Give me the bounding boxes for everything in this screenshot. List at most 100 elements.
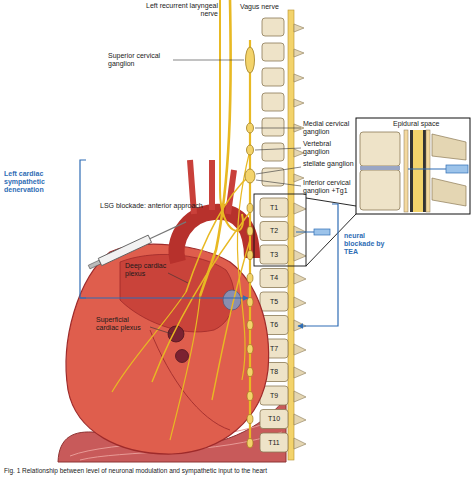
nerve-fibres [247, 321, 253, 330]
nerve-fibres [245, 169, 255, 183]
nerve-label: Left recurrent laryngeal nerve [146, 2, 218, 18]
bracket [332, 204, 338, 326]
plexus-label: Superficial cardiac plexus [96, 316, 148, 332]
vertebra-label: T3 [260, 251, 288, 259]
nerve-fibres [247, 227, 253, 236]
bracket [80, 297, 248, 298]
syringe [150, 222, 186, 239]
epidural-inset [356, 118, 470, 214]
procedure-label: neural blockade by TEA [344, 232, 394, 256]
aorta [177, 160, 252, 262]
vertebra-label: T2 [260, 227, 288, 235]
epidural-needle [314, 229, 330, 235]
vertebral-column [260, 292, 288, 311]
nerve-fibres [152, 212, 250, 382]
heart [66, 244, 269, 454]
leader-lines [173, 60, 244, 61]
nerve-fibres [247, 145, 254, 155]
vertebral-column [260, 410, 288, 429]
figure-caption: Fig. 1 Relationship between level of neu… [4, 467, 267, 475]
epidural-inset [432, 178, 466, 206]
leader-lines [255, 148, 301, 150]
bracket [80, 160, 248, 298]
nerve-fibres [247, 415, 253, 424]
vertebral-column [262, 93, 284, 111]
leader-lines [255, 128, 301, 129]
vertebral-column [262, 143, 284, 161]
ganglion-label: Medial cervical ganglion [303, 120, 355, 136]
epidural-inset [410, 130, 413, 212]
nerve-fibres [112, 0, 255, 448]
nerve-fibres [246, 47, 255, 73]
heart [120, 254, 234, 332]
nerve-fibres [247, 392, 253, 401]
vertebral-column [262, 118, 284, 136]
vertebral-column [260, 269, 288, 288]
nerve-fibres [212, 240, 250, 400]
bracket [298, 325, 332, 326]
leader-lines [256, 180, 301, 186]
nerve-fibres [170, 296, 200, 440]
epidural-inset [356, 118, 470, 214]
procedure-label: LSG blockade: anterior approach [100, 202, 203, 210]
ganglion-label: Vertebral ganglion [303, 140, 353, 156]
leader-lines [256, 167, 301, 174]
epidural-inset [423, 130, 426, 212]
zoom-frame [254, 194, 356, 266]
heart [66, 244, 269, 454]
vertebra-label: T4 [260, 274, 288, 282]
ganglion-label: Inferior cervical ganglion +Tg1 [303, 179, 355, 195]
vertebra-label: T11 [260, 439, 288, 447]
vertebral-column [260, 433, 288, 452]
syringe [98, 235, 151, 265]
epidural-inset [446, 165, 468, 173]
nerve-fibres [247, 274, 253, 283]
vertebral-column [288, 10, 294, 460]
vertebral-column [260, 198, 288, 217]
nerve-fibres [247, 298, 253, 307]
epidural-inset [426, 130, 430, 212]
vertebral-column [262, 68, 284, 86]
epidural-inset [360, 166, 400, 170]
nerve-fibres [247, 368, 253, 377]
epidural-needle [296, 229, 330, 235]
zoom-frame [254, 194, 306, 266]
vertebral-column [294, 24, 304, 182]
nerve-fibres [247, 439, 253, 448]
nerve-fibres [247, 204, 253, 213]
epidural-inset [408, 168, 446, 169]
nerve-label: Vagus nerve [240, 3, 279, 11]
bracket [80, 160, 86, 298]
leader-lines [150, 60, 301, 334]
vertebral-column [260, 10, 306, 460]
vertebral-column [260, 222, 288, 241]
syringe [88, 260, 101, 269]
vertebra-label: T10 [260, 415, 288, 423]
vertebra-label: T1 [260, 204, 288, 212]
nerve-fibres [247, 251, 253, 260]
nerve-fibres [247, 123, 254, 133]
nerve-fibres [247, 345, 253, 354]
epidural-inset [360, 132, 400, 166]
leader-lines [150, 327, 172, 334]
vertebral-column [260, 245, 288, 264]
vertebra-label: T6 [260, 321, 288, 329]
plexus-label: Deep cardiac plexus [125, 262, 167, 278]
vertebra-label: T8 [260, 368, 288, 376]
ganglion-label: stellate ganglion [303, 160, 355, 168]
vertebral-column [262, 43, 284, 61]
epidural-inset [360, 170, 400, 210]
inset-label: Epidural space [392, 120, 440, 128]
epidural-needle [296, 232, 314, 233]
procedure-label: Left cardiac sympathetic denervation [4, 170, 76, 194]
nerve-fibres [112, 292, 186, 392]
leader-lines [168, 273, 188, 283]
heart [176, 350, 189, 363]
heart [150, 330, 230, 430]
bracket [298, 204, 338, 326]
vertebra-label: T7 [260, 345, 288, 353]
epidural-inset [413, 130, 423, 212]
zoom-frame [306, 198, 356, 206]
